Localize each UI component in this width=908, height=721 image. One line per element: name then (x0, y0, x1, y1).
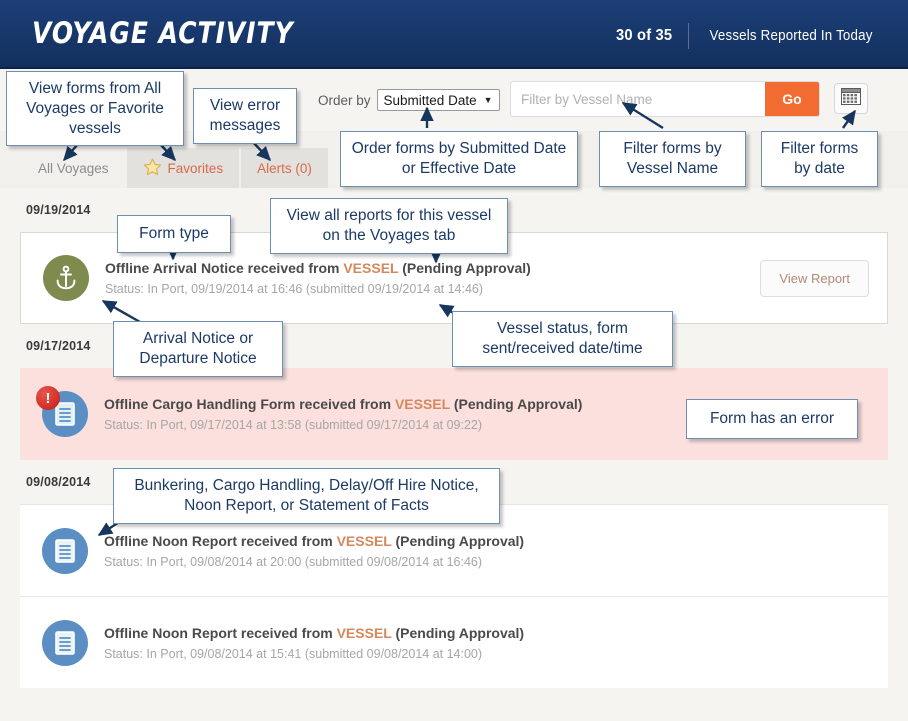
error-badge-icon: ! (36, 386, 60, 410)
annotation-view-all-reports: View all reports for this vessel on the … (270, 198, 508, 254)
row-vessel-name[interactable]: VESSEL (336, 624, 392, 641)
annotation-arrival-departure-notice: Arrival Notice or Departure Notice (113, 321, 283, 377)
view-report-button[interactable]: View Report (760, 259, 869, 297)
header-summary: 30 of 35 Vessels Reported In Today (613, 23, 880, 49)
tab-favorites[interactable]: Favorites (126, 148, 240, 188)
go-button[interactable]: Go (765, 82, 819, 116)
row-text: Offline Noon Report received from VESSEL… (104, 533, 870, 569)
page-title: VOYAGE ACTIVITY (32, 16, 294, 50)
row-title-suffix: (Pending Approval) (449, 396, 583, 412)
row-title-prefix: Offline Noon Report received from (104, 624, 337, 641)
tab-alerts-label: Alerts (0) (257, 160, 312, 176)
row-title: Offline Noon Report received from VESSEL… (104, 625, 870, 641)
row-title-suffix: (Pending Approval) (398, 260, 531, 276)
chevron-down-icon: ▼ (483, 95, 493, 105)
activity-row-error[interactable]: ! Offline Cargo Handling Form received f… (20, 368, 888, 460)
header-divider (687, 23, 689, 49)
tab-all-voyages-label: All Voyages (38, 160, 109, 176)
document-icon (42, 619, 88, 666)
tab-alerts[interactable]: Alerts (0) (241, 148, 328, 188)
annotation-vessel-status: Vessel status, form sent/received date/t… (452, 311, 673, 367)
row-status: Status: In Port, 09/08/2014 at 15:41 (su… (104, 646, 483, 661)
activity-list: 09/19/2014 Offline Arrival No (0, 188, 908, 721)
calendar-icon (841, 87, 861, 110)
activity-row[interactable]: Offline Noon Report received from VESSEL… (20, 596, 888, 688)
row-vessel-name[interactable]: VESSEL (343, 260, 399, 276)
vessels-reported-label: Vessels Reported In Today (709, 28, 873, 44)
document-icon (42, 527, 88, 574)
order-by-group: Order by Submitted Date ▼ (318, 89, 500, 111)
row-text: Offline Cargo Handling Form received fro… (104, 396, 870, 432)
row-title: Offline Cargo Handling Form received fro… (104, 396, 870, 412)
vessels-reported-count: 30 of 35 (615, 27, 672, 44)
row-text: Offline Arrival Notice received from VES… (105, 260, 760, 296)
annotation-form-type: Form type (117, 215, 231, 253)
annotation-view-forms-from: View forms from All Voyages or Favorite … (6, 71, 184, 147)
search-input[interactable] (511, 82, 765, 116)
star-icon (143, 158, 162, 179)
app-header: VOYAGE ACTIVITY 30 of 35 Vessels Reporte… (0, 0, 908, 69)
row-title-prefix: Offline Cargo Handling Form received fro… (104, 396, 395, 412)
row-title-prefix: Offline Noon Report received from (104, 532, 337, 549)
row-icon (43, 255, 89, 301)
row-status: Status: In Port, 09/19/2014 at 16:46 (su… (105, 282, 484, 296)
row-title: Offline Arrival Notice received from VES… (105, 260, 760, 276)
annotation-form-has-error: Form has an error (686, 399, 858, 439)
tab-all-voyages[interactable]: All Voyages (22, 148, 125, 188)
row-title-suffix: (Pending Approval) (391, 624, 525, 641)
row-title-prefix: Offline Arrival Notice received from (105, 260, 344, 276)
row-vessel-name[interactable]: VESSEL (394, 396, 450, 412)
calendar-filter-button[interactable] (834, 83, 868, 114)
row-icon (42, 619, 88, 666)
row-status: Status: In Port, 09/08/2014 at 20:00 (su… (104, 554, 483, 569)
annotation-filter-by-date: Filter forms by date (761, 131, 878, 187)
row-icon: ! (36, 386, 88, 437)
row-title: Offline Noon Report received from VESSEL… (104, 533, 870, 549)
annotation-order-forms: Order forms by Submitted Date or Effecti… (340, 131, 578, 187)
tab-favorites-label: Favorites (167, 160, 224, 176)
anchor-icon (43, 255, 89, 301)
annotation-view-error-messages: View error messages (193, 88, 297, 144)
order-by-select[interactable]: Submitted Date ▼ (376, 89, 500, 111)
order-by-label: Order by (318, 92, 371, 108)
vessel-filter-box: Go (510, 81, 820, 117)
row-vessel-name[interactable]: VESSEL (336, 532, 392, 549)
row-text: Offline Noon Report received from VESSEL… (104, 625, 870, 661)
voyage-tabs: All Voyages Favorites Alerts (0) (22, 148, 330, 188)
row-status: Status: In Port, 09/17/2014 at 13:58 (su… (104, 418, 483, 432)
row-title-suffix: (Pending Approval) (391, 532, 525, 549)
order-by-value: Submitted Date (383, 93, 477, 108)
annotation-form-types-list: Bunkering, Cargo Handling, Delay/Off Hir… (113, 468, 500, 524)
annotation-filter-by-vessel: Filter forms by Vessel Name (599, 131, 746, 187)
row-icon (42, 527, 88, 574)
